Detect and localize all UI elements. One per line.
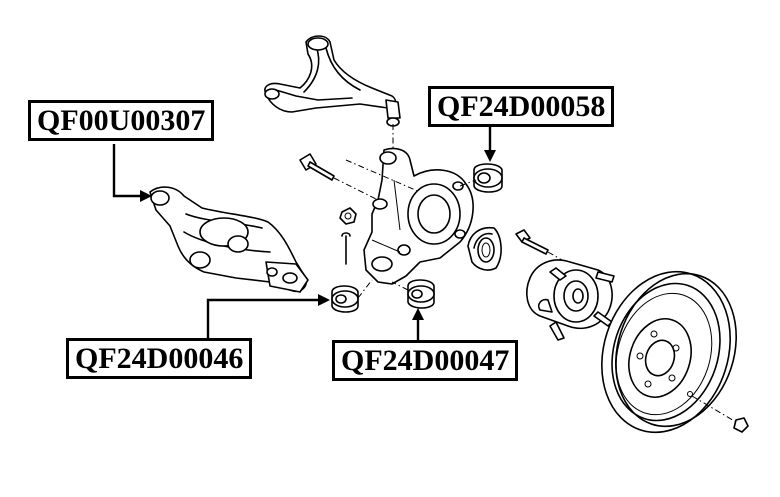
part-number-label-lower-arm: QF00U00307 [28, 100, 215, 141]
steering-knuckle-icon [363, 147, 474, 285]
leader-arrow-lower-arm [112, 144, 152, 202]
bolt-icon [299, 153, 335, 181]
nut-icon [339, 207, 357, 225]
leader-arrow-upper-bushing [484, 124, 496, 162]
cotter-pin-icon [341, 232, 351, 265]
part-number-label-front-bushing: QF24D00046 [66, 338, 253, 379]
leader-arrow-rear-bushing [412, 308, 424, 340]
rotor-screw-icon [733, 417, 749, 433]
dust-shield-icon [467, 226, 502, 271]
bushing-icon [473, 163, 503, 193]
hub-bolt-icon [515, 229, 549, 255]
upper-control-arm-icon [264, 35, 401, 127]
leader-arrow-front-bushing [206, 294, 330, 340]
part-number-label-upper-bushing: QF24D00058 [428, 86, 615, 127]
lower-control-arm-icon [149, 186, 309, 293]
bushing-icon [407, 279, 435, 309]
bushing-icon [331, 285, 359, 313]
wheel-hub-icon [526, 259, 615, 341]
part-number-label-rear-bushing: QF24D00047 [332, 340, 519, 381]
brake-rotor-icon [601, 270, 737, 434]
